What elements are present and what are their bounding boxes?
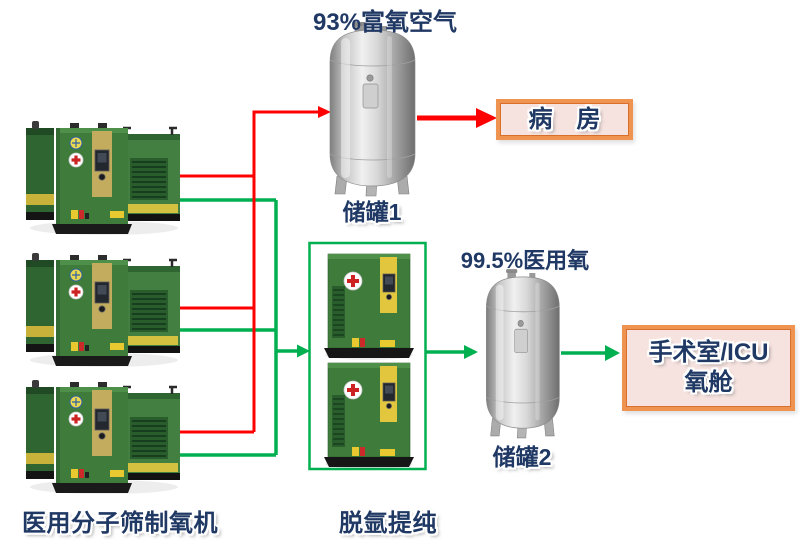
storage-tank-2 [485, 268, 560, 439]
arrowhead-into-ward [476, 108, 497, 128]
enriched-air-pipeline [178, 110, 318, 434]
arrowhead-into-tank1 [318, 106, 331, 118]
icu-label-line2: 氧舱 [684, 369, 733, 396]
purifier-unit-1 [322, 252, 416, 362]
purifier-caption: 脱氩提纯 [339, 510, 437, 537]
purifier-unit-2 [322, 361, 416, 471]
generator-caption: 医用分子筛制氧机 [22, 510, 218, 537]
icu-label-line1: 手术室/ICU [648, 339, 769, 366]
arrowhead-into-icu [605, 345, 620, 361]
medical-oxygen-label: 99.5%医用氧 [460, 248, 590, 273]
tank2-label: 储罐2 [492, 444, 552, 470]
oxygen-pipeline [178, 198, 297, 457]
icu-box: 手术室/ICU 氧舱 [622, 325, 795, 411]
oxygen-generator-unit-1 [24, 119, 182, 237]
oxygen-generator-unit-3 [24, 378, 182, 496]
tank1-label: 储罐1 [342, 199, 402, 225]
arrowhead-into-tank2 [464, 345, 478, 359]
storage-tank-1 [329, 21, 416, 197]
arrowhead-into-purifier [297, 344, 310, 358]
ward-label: 病 房 [528, 105, 601, 133]
ward-box: 病 房 [496, 99, 633, 140]
oxygen-generator-unit-2 [24, 251, 182, 369]
enriched-air-label: 93%富氧空气 [312, 9, 458, 36]
